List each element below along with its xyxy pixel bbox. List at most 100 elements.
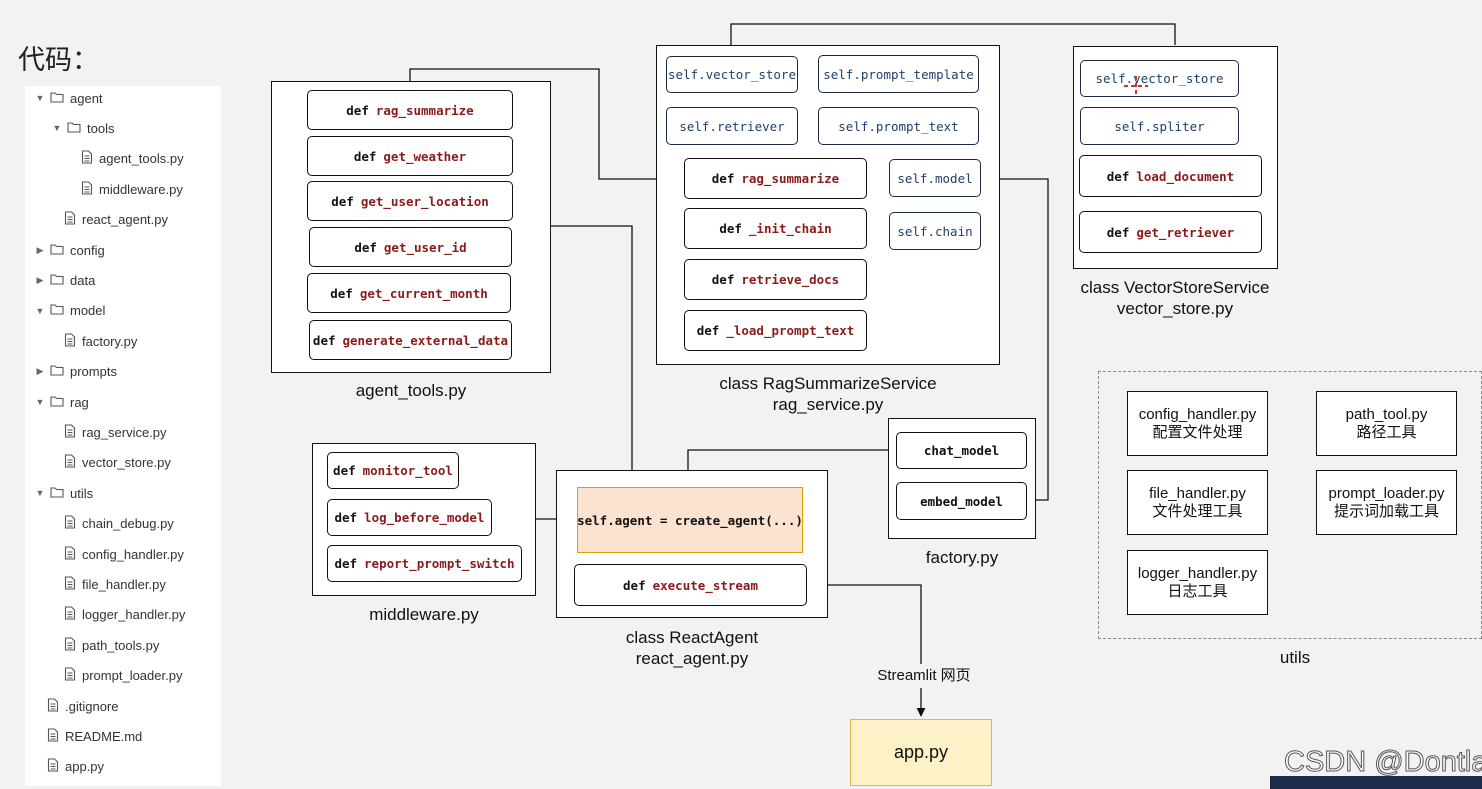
file-icon [64, 667, 76, 684]
fn-vs-load-document-name: load_document [1136, 168, 1235, 184]
tree-file[interactable]: vector_store.py [64, 452, 171, 474]
fn-get-user-id-name: get_user_id [383, 239, 467, 255]
tree-folder[interactable]: ▶prompts [33, 361, 117, 383]
attr-prompt-template: self.prompt_template [818, 55, 979, 93]
util-name: prompt_loader.py [1328, 484, 1445, 502]
tree-label: file_handler.py [82, 576, 166, 592]
folder-icon [50, 243, 64, 258]
tree-file[interactable]: factory.py [64, 330, 137, 352]
file-icon [64, 424, 76, 441]
def-keyword: def [1106, 168, 1130, 184]
def-keyword: def [330, 285, 353, 301]
tree-label: config_handler.py [82, 546, 184, 562]
tree-folder[interactable]: ▼model [33, 300, 106, 322]
util-desc: 日志工具 [1167, 582, 1228, 600]
arrow-vectorstore-to-rag [726, 23, 1176, 55]
def-keyword: def [696, 323, 720, 338]
watermark-text: CSDN @Dontla [1284, 746, 1482, 779]
def-keyword: def [354, 239, 377, 255]
tree-label: utils [70, 485, 94, 501]
tree-file[interactable]: logger_handler.py [64, 604, 185, 626]
folder-icon [67, 121, 81, 136]
tree-file[interactable]: path_tools.py [64, 634, 159, 656]
tree-file[interactable]: react_agent.py [64, 209, 168, 231]
tree-file[interactable]: prompt_loader.py [64, 665, 182, 687]
folder-icon [50, 273, 64, 288]
file-icon [81, 181, 93, 198]
tree-file[interactable]: app.py [47, 756, 104, 778]
def-keyword: def [623, 577, 646, 593]
tree-file[interactable]: chain_debug.py [64, 513, 174, 535]
agent-tools-caption: agent_tools.py [355, 381, 467, 400]
def-keyword: def [333, 463, 356, 478]
tree-label: chain_debug.py [82, 516, 174, 532]
chevron-right-icon[interactable]: ▶ [36, 274, 44, 285]
chevron-right-icon[interactable]: ▶ [36, 244, 44, 255]
fn-get-user-location-name: get_user_location [360, 193, 489, 209]
tree-folder[interactable]: ▶config [33, 239, 105, 261]
arrow-embed-model-to-rag-model [981, 174, 1049, 501]
fn-log-before-model-name: log_before_model [364, 510, 485, 525]
util-desc: 提示词加载工具 [1333, 502, 1439, 520]
tree-label: rag_service.py [82, 424, 167, 440]
def-keyword: def [334, 556, 358, 571]
tree-file[interactable]: file_handler.py [64, 573, 166, 595]
def-keyword: def [711, 272, 735, 287]
tree-label: rag [70, 394, 89, 410]
folder-icon [50, 91, 64, 106]
file-icon [64, 606, 76, 623]
chevron-right-icon[interactable]: ▶ [36, 366, 44, 377]
fn-get-user-id: def get_user_id [309, 227, 512, 267]
fn-execute-stream-name: execute_stream [652, 577, 758, 593]
chevron-down-icon[interactable]: ▼ [35, 397, 45, 407]
chevron-down-icon[interactable]: ▼ [35, 93, 45, 103]
fn-get-current-month-name: get_current_month [359, 285, 488, 301]
file-icon [64, 545, 76, 563]
file-icon [64, 637, 76, 654]
vs-attr-spliter: self.spliter [1080, 107, 1239, 145]
def-keyword: def [334, 510, 358, 525]
utils-caption: utils [1279, 648, 1311, 667]
tree-file[interactable]: config_handler.py [64, 543, 184, 565]
folder-icon [50, 364, 64, 379]
attr-prompt-text: self.prompt_text [818, 107, 979, 145]
def-keyword: def [312, 332, 336, 348]
tree-label: logger_handler.py [82, 607, 186, 623]
factory-chat-model: chat_model [896, 432, 1027, 469]
util-name: file_handler.py [1149, 484, 1246, 502]
file-icon [64, 576, 76, 593]
tree-folder[interactable]: ▶data [33, 269, 96, 291]
def-keyword: def [1106, 224, 1130, 240]
tree-file[interactable]: .gitignore [47, 695, 118, 717]
tree-file[interactable]: middleware.py [81, 178, 183, 200]
fn-rag-rag-summarize-name: rag_summarize [741, 171, 840, 186]
tree-file[interactable]: rag_service.py [64, 421, 167, 443]
tree-file[interactable]: README.md [47, 725, 142, 747]
tree-folder[interactable]: ▼ rag [33, 391, 89, 413]
tree-label: agent [70, 90, 103, 106]
tree-label: .gitignore [65, 698, 119, 714]
tree-folder[interactable]: ▼ utils [33, 482, 94, 504]
chevron-down-icon[interactable]: ▼ [35, 488, 45, 499]
chevron-down-icon[interactable]: ▼ [35, 305, 45, 316]
tree-label: agent_tools.py [99, 151, 184, 167]
folder-icon [50, 395, 64, 410]
tree-file[interactable]: agent_tools.py [81, 148, 184, 170]
fn-get-weather-name: get_weather [383, 148, 467, 164]
vector-store-class: class VectorStoreService [1080, 278, 1270, 297]
chevron-down-icon[interactable]: ▼ [52, 123, 62, 134]
tree-folder[interactable]: ▼ agent [33, 87, 103, 109]
fn-monitor-tool-name: monitor_tool [362, 463, 453, 478]
file-tree: ▼ agent ▼tools agent_tools.py middleware.py r… [25, 86, 221, 786]
rag-service-caption: class RagSummarizeService rag_service.py [656, 373, 1000, 415]
rag-service-class: class RagSummarizeService [719, 374, 937, 393]
tree-folder[interactable]: ▼tools [50, 117, 115, 139]
arrow-tools-to-agent [551, 225, 637, 486]
